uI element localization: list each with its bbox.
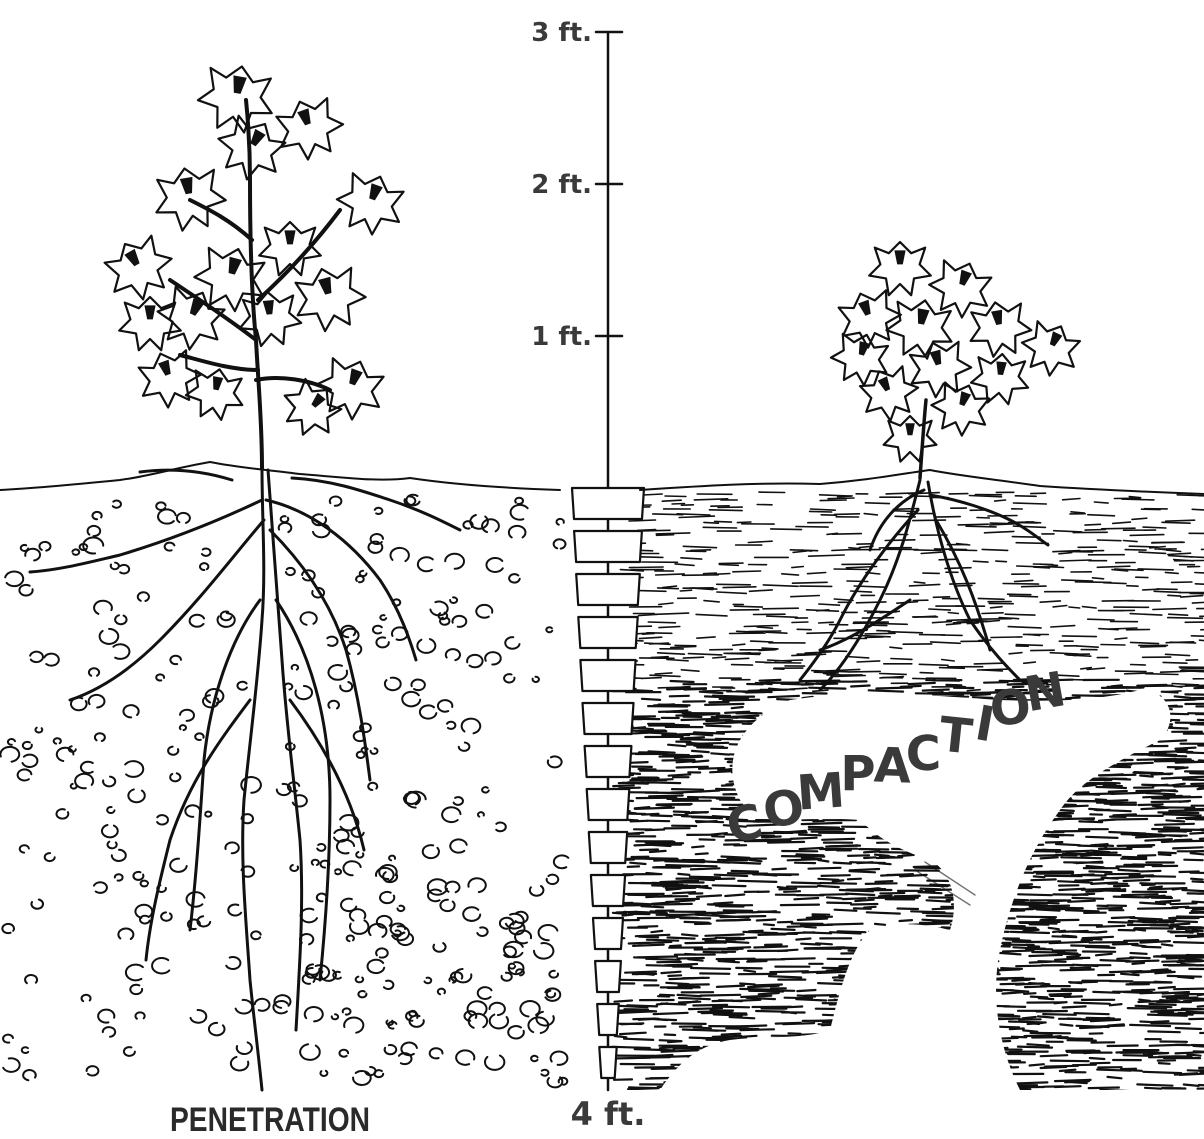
scale-block [580,660,635,691]
scale-block [587,789,630,820]
scale-block [576,574,640,605]
compaction-letter: N [1021,661,1070,723]
depth-label: 1 ft. [531,322,592,352]
compaction-letter: T [936,707,975,766]
depth-label: 3 ft. [531,18,592,48]
scale-block [593,918,623,949]
scale-block [599,1047,616,1078]
depth-scale: 3 ft. 2 ft. 1 ft. [531,18,644,1090]
scale-block [578,617,637,648]
leaf [330,166,412,242]
compaction-letter: M [795,762,847,821]
leaf [310,351,392,427]
scale-block [591,875,625,906]
leaf [853,359,926,428]
leaf [183,364,248,423]
scale-block [595,961,621,992]
leaf [869,242,931,295]
leaf [96,228,182,310]
leaf [903,335,976,402]
loose-soil [0,462,568,1087]
leaf [269,91,351,167]
leaf [965,297,1035,360]
scale-block [597,1004,619,1035]
depth-label: 2 ft. [531,170,592,200]
scale-block [583,703,634,734]
scale-block [574,531,642,562]
depth-label-4ft: 4 ft. [571,1095,646,1133]
scale-block [572,488,644,519]
leaf [237,289,303,347]
leaf [288,260,372,337]
scale-block [589,832,627,863]
compaction-letter: P [840,746,875,802]
leaf [884,416,937,462]
scale-block [585,746,632,777]
leaf [883,295,958,363]
penetration-caption: PENETRATION [170,1101,370,1139]
leaf [969,352,1030,406]
